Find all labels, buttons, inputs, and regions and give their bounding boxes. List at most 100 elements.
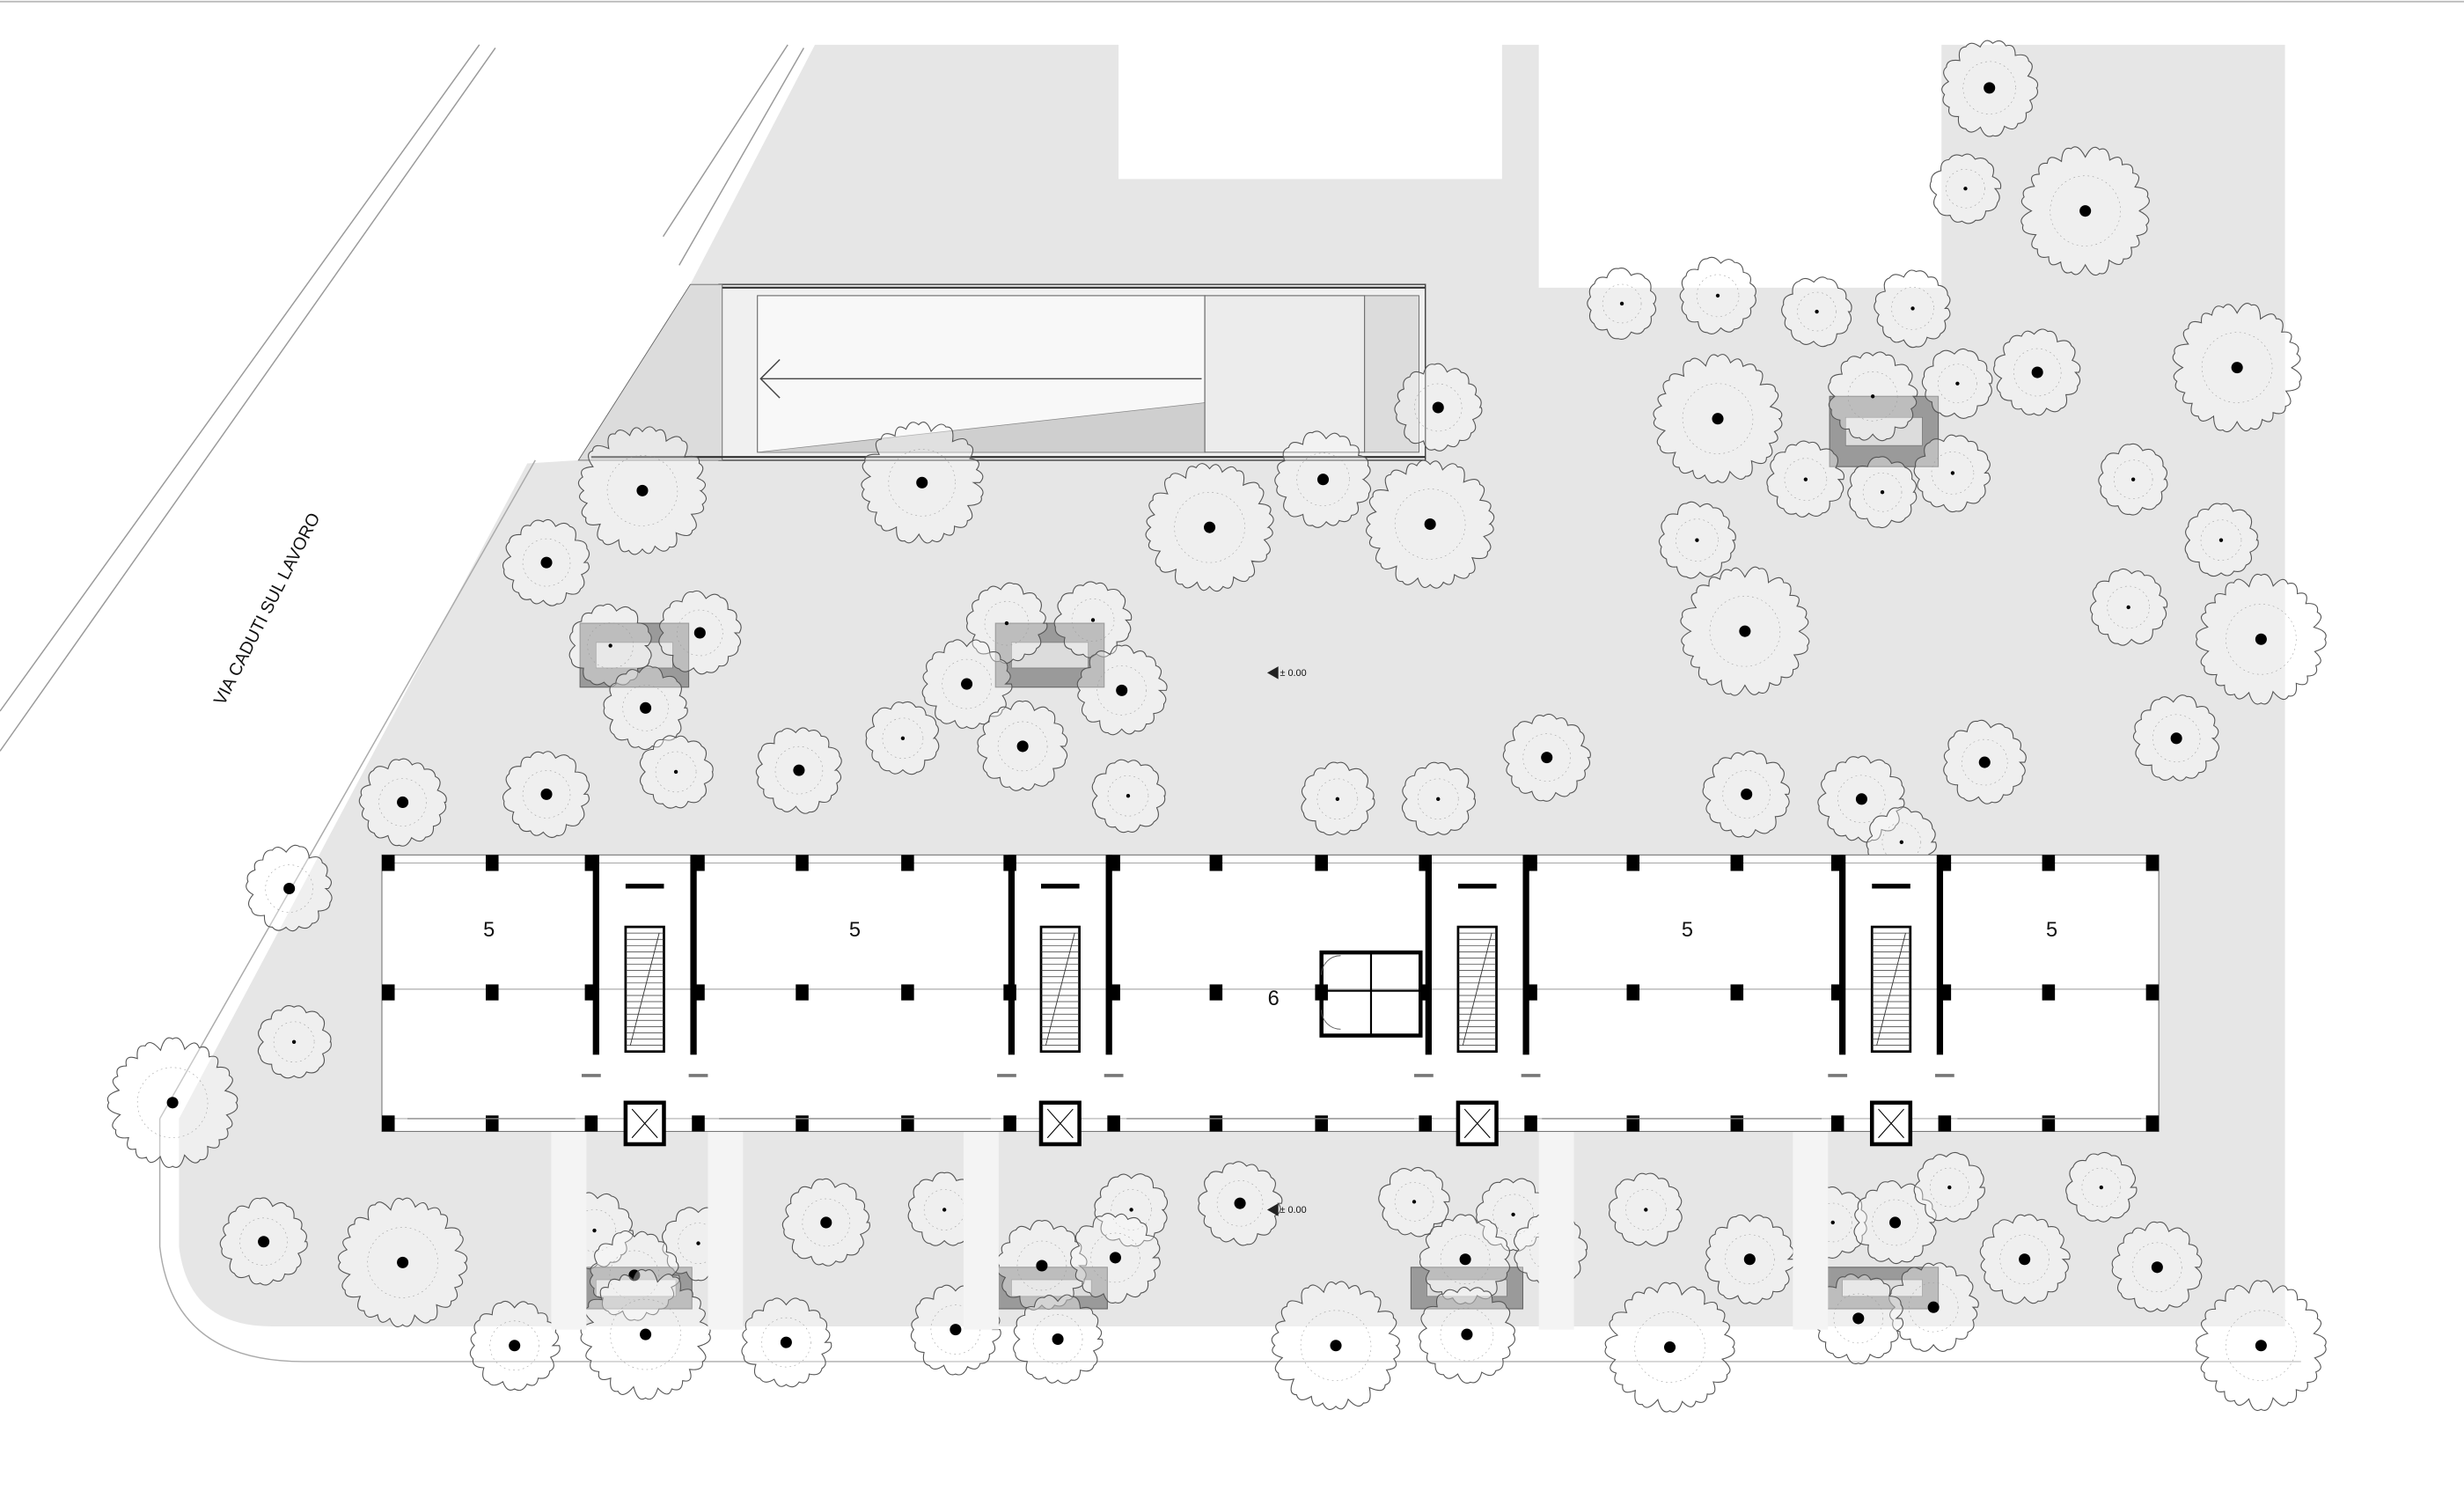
column: [1626, 984, 1640, 1001]
tree-symbol-icon: [658, 590, 742, 675]
tree-symbol-icon: [1705, 1214, 1796, 1304]
tree-symbol-icon: [2132, 694, 2220, 782]
column: [1315, 855, 1328, 871]
column: [381, 984, 395, 1001]
tree-symbol-icon: [2184, 503, 2259, 577]
column: [2145, 984, 2160, 1001]
tree-symbol-icon: [2089, 568, 2168, 646]
tree-symbol-icon: [1817, 755, 1905, 843]
tree-symbol-icon: [2065, 1151, 2138, 1223]
column: [2042, 855, 2056, 871]
column: [1938, 1115, 1952, 1132]
tree-symbol-icon: [1766, 440, 1845, 518]
tree-symbol-icon: [1888, 1262, 1979, 1352]
tree-symbol-icon: [1702, 750, 1791, 838]
tree-symbol-icon: [1853, 1180, 1937, 1265]
tree-symbol-icon: [246, 844, 333, 932]
column: [1524, 1115, 1537, 1132]
stair-flight-icon: [1870, 925, 1912, 1054]
tree-symbol-icon: [2020, 146, 2150, 276]
column: [1209, 1115, 1223, 1132]
column: [381, 1115, 395, 1132]
column: [2145, 1115, 2160, 1132]
tree-symbol-icon: [1913, 1151, 1985, 1223]
tree-symbol-icon: [1274, 430, 1372, 528]
tree-symbol-icon: [603, 665, 688, 751]
tree-symbol-icon: [219, 1197, 308, 1286]
tree-symbol-icon: [1401, 761, 1476, 836]
stair-core: [997, 855, 1124, 1147]
column: [1107, 1115, 1120, 1132]
tree-symbol-icon: [580, 1268, 711, 1400]
tree-symbol-icon: [1828, 351, 1918, 442]
tree-symbol-icon: [639, 735, 714, 809]
column: [1209, 984, 1223, 1001]
building-footprint: [381, 854, 2160, 1133]
trees: [106, 40, 2327, 1413]
tree-symbol-icon: [1813, 1274, 1904, 1364]
tree-symbol-icon: [1476, 1178, 1550, 1252]
tree-symbol-icon: [861, 422, 984, 544]
stair-flight-icon: [624, 925, 665, 1054]
tree-symbol-icon: [1394, 363, 1483, 452]
level-value-upper: ± 0.00: [1280, 668, 1306, 679]
sidewalk-edge-diagonal: [158, 459, 536, 1120]
tree-symbol-icon: [921, 639, 1013, 730]
tree-symbol-icon: [1847, 456, 1918, 529]
tree-symbol-icon: [1198, 1161, 1283, 1246]
stair-core: [581, 855, 708, 1147]
tree-symbol-icon: [781, 1178, 870, 1267]
service-room: [1319, 950, 1423, 1038]
tree-symbol-icon: [502, 518, 590, 606]
elevator-shaft-icon: [1456, 1100, 1499, 1147]
street-edges: [0, 44, 804, 752]
tree-symbol-icon: [1680, 566, 1810, 696]
tree-symbol-icon: [996, 1220, 1088, 1311]
column: [692, 1115, 705, 1132]
column: [1830, 1115, 1844, 1132]
planters: [579, 395, 1940, 1310]
tree-symbol-icon: [741, 1297, 832, 1388]
column: [1626, 855, 1640, 871]
ground-area: [179, 44, 2285, 1326]
tree-symbol-icon: [1604, 1282, 1735, 1413]
planter: [994, 1267, 1108, 1310]
tree-symbol-icon: [1941, 40, 2039, 137]
column: [796, 1115, 809, 1132]
column: [2145, 855, 2160, 871]
tree-symbol-icon: [1419, 1286, 1515, 1384]
column: [584, 1115, 598, 1132]
tree-symbol-icon: [865, 701, 940, 775]
tree-symbol-icon: [1993, 328, 2081, 416]
tree-symbol-icon: [1679, 256, 1756, 334]
column: [901, 984, 914, 1001]
column: [901, 1115, 914, 1132]
tree-symbol-icon: [1301, 761, 1375, 836]
column: [2042, 984, 2056, 1001]
sidewalk-edge: [158, 1118, 2301, 1362]
tree-symbol-icon: [1921, 348, 1993, 419]
tree-symbol-icon: [2172, 303, 2302, 433]
tree-symbol-icon: [1076, 644, 1168, 736]
tree-symbol-icon: [1979, 1214, 2071, 1304]
level-marker-icon: [1266, 1203, 1279, 1216]
column: [796, 984, 809, 1001]
unit-label-1: 5: [483, 919, 495, 942]
planter: [994, 622, 1105, 688]
column: [1626, 1115, 1640, 1132]
level-marker-upper: ± 0.00: [1266, 666, 1307, 679]
column: [1419, 1115, 1432, 1132]
tree-symbol-icon: [2111, 1221, 2203, 1312]
stair-flight-icon: [1039, 925, 1081, 1054]
tree-symbol-icon: [469, 1300, 561, 1392]
unit-label-5: 5: [2046, 919, 2057, 942]
unit-label-2: 5: [849, 919, 861, 942]
ramp-direction-arrow-icon: [759, 359, 1202, 399]
tree-symbol-icon: [257, 1005, 332, 1079]
tree-symbol-icon: [358, 758, 447, 847]
tree-symbol-icon: [1929, 153, 2002, 224]
column: [1730, 984, 1744, 1001]
street-name-label: VIA CADUTI SUL LAVORO: [210, 510, 324, 709]
column: [2042, 1115, 2056, 1132]
